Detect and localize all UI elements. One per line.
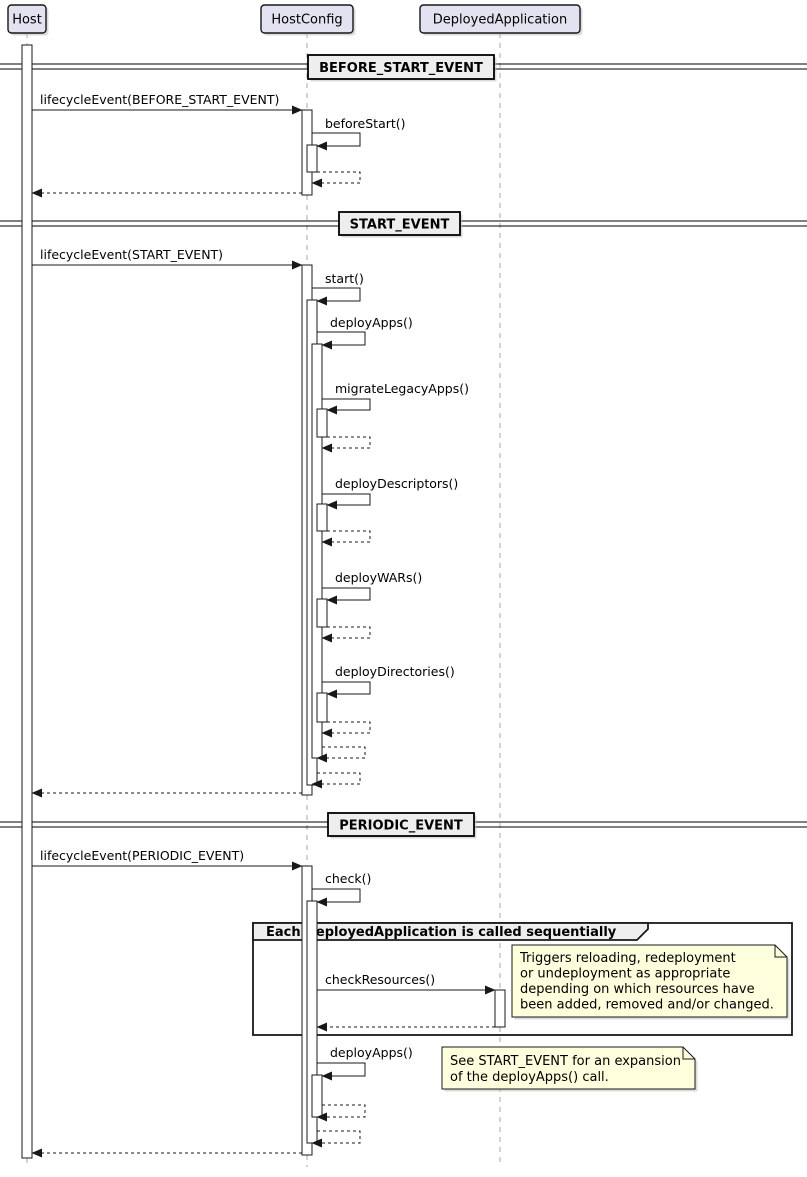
message-lifecycle-start: lifecycleEvent(START_EVENT)	[32, 247, 303, 270]
activation-deploywars	[316, 598, 328, 628]
divider-box	[307, 54, 495, 80]
note-fold-corner	[682, 1047, 695, 1060]
message-arrow	[312, 287, 361, 306]
message-checkresources: checkResources()	[317, 972, 496, 995]
divider-start-event: START_EVENT	[0, 211, 807, 238]
note-line: or undeployment as appropriate	[520, 967, 730, 982]
group-frame-title: Each DeployedApplication is called seque…	[266, 925, 617, 940]
return-deploydescriptors	[321, 530, 371, 547]
return-migratelegacyapps	[321, 436, 371, 453]
divider-label: BEFORE_START_EVENT	[319, 61, 483, 76]
message-deploydescriptors-self: deployDescriptors()	[322, 476, 458, 510]
participant-label: Host	[12, 13, 42, 28]
divider-box	[338, 211, 461, 236]
participant-box	[419, 4, 581, 34]
message-arrow	[322, 493, 371, 510]
message-migratelegacyapps-self: migrateLegacyApps()	[322, 381, 469, 415]
activation-deploydirectories	[316, 692, 328, 723]
message-label: start()	[325, 271, 364, 286]
return-beforestart	[311, 171, 361, 188]
message-deploydirectories-self: deployDirectories()	[322, 664, 455, 699]
divider-box	[327, 812, 475, 837]
activation-deployedapplication	[494, 989, 506, 1028]
return-deploywars	[321, 626, 371, 643]
note-body	[511, 944, 788, 1018]
return-check	[311, 1130, 361, 1148]
message-lifecycle-periodic: lifecycleEvent(PERIODIC_EVENT)	[32, 848, 303, 871]
message-arrow	[317, 331, 366, 350]
message-start-self: start()	[312, 271, 364, 306]
message-label: migrateLegacyApps()	[335, 381, 469, 396]
message-lifecycle-before-start: lifecycleEvent(BEFORE_START_EVENT)	[32, 92, 303, 115]
participant-hostconfig: HostConfig	[260, 4, 356, 36]
return-deployapps-periodic	[316, 1104, 366, 1122]
message-beforestart-self: beforeStart()	[312, 116, 406, 151]
message-arrow	[312, 888, 361, 907]
note-deployapps: See START_EVENT for an expansion of the …	[441, 1046, 698, 1092]
message-label: deployApps()	[330, 1045, 413, 1060]
note-line: of the deployApps() call.	[450, 1070, 609, 1085]
participant-host: Host	[7, 4, 49, 36]
activation-bars	[21, 44, 506, 1159]
message-label: deployDirectories()	[335, 664, 455, 679]
message-arrow	[317, 1062, 366, 1081]
note-line: depending on which resources have	[520, 982, 755, 997]
message-deployapps-self: deployApps()	[317, 315, 413, 350]
group-frame-header	[252, 922, 649, 941]
activation-deploydescriptors	[316, 503, 328, 532]
divider-label: START_EVENT	[350, 218, 450, 233]
message-label: checkResources()	[325, 972, 435, 987]
message-deploywars-self: deployWARs()	[322, 570, 422, 605]
message-arrow	[322, 681, 371, 699]
participant-label: HostConfig	[271, 13, 342, 28]
message-arrow	[322, 587, 371, 605]
return-deployapps	[316, 746, 366, 763]
group-frame-sequential: Each DeployedApplication is called seque…	[252, 922, 793, 1036]
message-label: check()	[325, 871, 371, 886]
message-label: beforeStart()	[325, 116, 406, 131]
note-body	[441, 1046, 696, 1090]
activation-beforestart	[306, 144, 318, 173]
note-line: been added, removed and/or changed.	[520, 998, 774, 1013]
note-checkresources: Triggers reloading, redeployment or unde…	[511, 944, 790, 1020]
message-check-self: check()	[312, 871, 371, 907]
participant-box	[260, 4, 354, 34]
note-fold-corner	[774, 945, 787, 958]
activation-host	[21, 44, 33, 1159]
note-line: See START_EVENT for an expansion	[450, 1054, 681, 1069]
activation-migratelegacyapps	[316, 408, 328, 438]
message-label: lifecycleEvent(START_EVENT)	[40, 247, 223, 262]
message-label: deployDescriptors()	[335, 476, 458, 491]
message-arrow	[312, 132, 361, 151]
participant-label: DeployedApplication	[433, 13, 567, 28]
divider-label: PERIODIC_EVENT	[339, 819, 463, 834]
message-arrow	[322, 398, 371, 415]
message-deployapps-periodic-self: deployApps()	[317, 1045, 413, 1081]
divider-before-start-event: BEFORE_START_EVENT	[0, 54, 807, 82]
participant-deployedapplication: DeployedApplication	[419, 4, 583, 36]
lifelines	[26, 33, 501, 1167]
activation-deployapps-periodic	[311, 1074, 323, 1118]
message-label: deployApps()	[330, 315, 413, 330]
divider-periodic-event: PERIODIC_EVENT	[0, 812, 807, 839]
return-start	[311, 772, 361, 789]
return-deploydirectories	[321, 721, 371, 738]
message-label: deployWARs()	[335, 570, 422, 585]
message-label: lifecycleEvent(PERIODIC_EVENT)	[40, 848, 244, 863]
message-label: lifecycleEvent(BEFORE_START_EVENT)	[40, 92, 279, 107]
note-line: Triggers reloading, redeployment	[519, 951, 736, 966]
participant-box	[7, 4, 47, 34]
